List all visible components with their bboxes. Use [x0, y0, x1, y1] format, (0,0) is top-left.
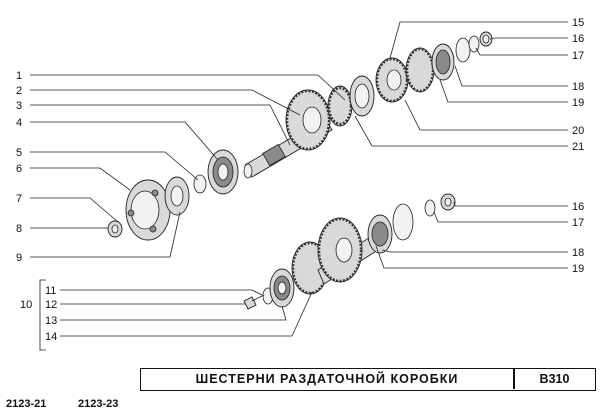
callout-15: 15 — [572, 17, 584, 29]
callout-5: 5 — [16, 147, 22, 159]
callout-19-upper: 19 — [572, 97, 584, 109]
front-bearing — [207, 149, 239, 195]
synchro-hub — [327, 85, 353, 127]
lower-rear-bearing — [367, 214, 393, 254]
callout-group-10: 10 — [20, 299, 32, 311]
title-block: ШЕСТЕРНИ РАЗДАТОЧНОЙ КОРОБКИ B310 — [140, 368, 596, 391]
callout-9: 9 — [16, 252, 22, 264]
callout-19-lower: 19 — [572, 263, 584, 275]
drive-gear — [285, 89, 331, 151]
callout-14: 14 — [45, 331, 57, 343]
callout-4: 4 — [16, 117, 22, 129]
callout-13: 13 — [45, 315, 57, 327]
callout-1: 1 — [16, 70, 22, 82]
callout-3: 3 — [16, 100, 22, 112]
callout-2: 2 — [16, 85, 22, 97]
intermediate-gear-rear — [317, 217, 363, 283]
callout-20: 20 — [572, 125, 584, 137]
leader-lines — [30, 21, 568, 351]
bolt — [243, 295, 263, 310]
lower-shaft-assembly — [107, 193, 456, 310]
callout-11: 11 — [45, 285, 56, 297]
rear-bearing — [431, 43, 455, 81]
oil-seal — [164, 176, 190, 216]
callout-18-lower: 18 — [572, 247, 584, 259]
driven-gear — [375, 57, 409, 103]
callout-labels: 1 2 3 4 5 6 7 8 9 10 11 12 13 14 15 16 1… — [16, 17, 584, 343]
nut-upper — [479, 31, 493, 47]
callout-16-upper: 16 — [572, 33, 584, 45]
callout-18-upper: 18 — [572, 81, 584, 93]
callout-6: 6 — [16, 163, 22, 175]
sheet-code: B310 — [539, 372, 570, 386]
lower-nut — [107, 220, 123, 238]
callout-7: 7 — [16, 193, 22, 205]
callout-12: 12 — [45, 299, 57, 311]
clutch-sleeve — [349, 75, 375, 117]
drive-flange — [125, 179, 171, 241]
model-code-1: 2123-21 — [6, 398, 47, 410]
snap-ring-lower — [392, 203, 414, 241]
washer-upper — [468, 35, 480, 53]
washer-lower — [424, 199, 436, 217]
callout-8: 8 — [16, 223, 22, 235]
upper-shaft-assembly — [125, 31, 493, 241]
title-divider — [513, 369, 515, 389]
lower-front-bearing — [269, 268, 295, 308]
snap-ring-upper — [455, 37, 471, 63]
callout-17-lower: 17 — [572, 217, 584, 229]
callout-21: 21 — [572, 141, 584, 153]
callout-17-upper: 17 — [572, 50, 584, 62]
sheet-title: ШЕСТЕРНИ РАЗДАТОЧНОЙ КОРОБКИ — [195, 372, 459, 386]
callout-16-lower: 16 — [572, 201, 584, 213]
nut-lower — [440, 193, 456, 211]
rear-gear — [405, 47, 435, 93]
model-code-2: 2123-23 — [78, 398, 119, 410]
